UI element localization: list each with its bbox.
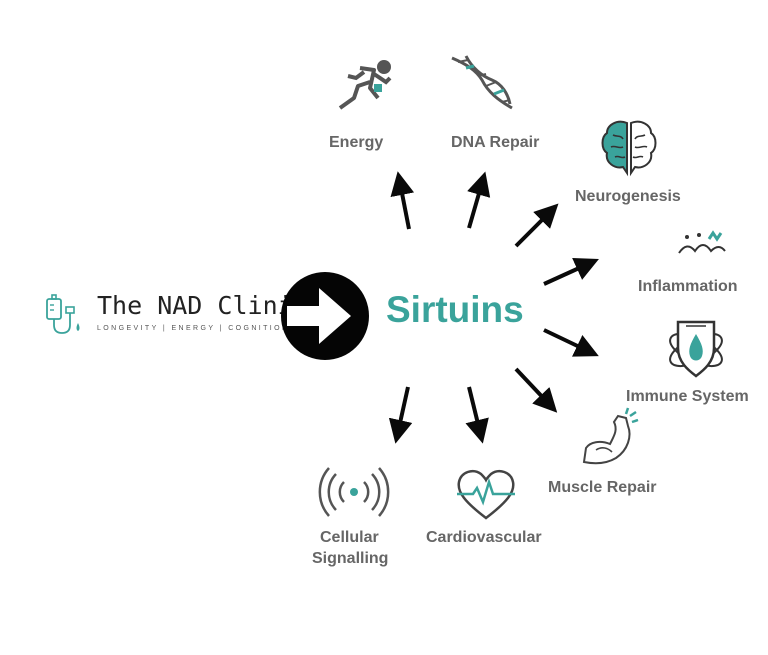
brand-name: The NAD Clinic <box>97 291 308 320</box>
arrow-neurogenesis <box>514 203 559 248</box>
signal-icon <box>318 467 390 517</box>
arrow-dna-repair <box>467 171 491 229</box>
cellular-signalling-label-line1: Cellular <box>320 529 379 546</box>
energy-label: Energy <box>329 134 384 151</box>
dna-repair-label: DNA Repair <box>451 134 540 151</box>
arrow-cardiovascular <box>465 386 489 444</box>
sirtuins-label: Sirtuins <box>386 289 524 330</box>
dna-icon <box>451 55 513 110</box>
inflammation-icon <box>678 230 726 254</box>
cardiovascular-label: Cardiovascular <box>426 529 542 546</box>
arrow-cellular-signalling <box>388 386 413 444</box>
arrow-inflammation <box>543 258 599 286</box>
arrow-muscle-repair <box>514 367 558 413</box>
flexed-arm-icon <box>582 407 639 465</box>
immune-system-label: Immune System <box>626 388 749 405</box>
inflammation-label: Inflammation <box>638 278 738 295</box>
brand-tagline: LONGEVITY | ENERGY | COGNITION <box>97 325 290 332</box>
arrow-immune-system <box>543 328 599 357</box>
immune-shield-icon <box>669 320 723 378</box>
brain-icon <box>601 120 657 177</box>
neurogenesis-label: Neurogenesis <box>575 188 681 205</box>
circle-arrow-icon <box>281 272 369 360</box>
muscle-repair-label: Muscle Repair <box>548 479 657 496</box>
heart-pulse-icon <box>457 470 515 520</box>
arrow-energy <box>390 171 415 230</box>
cellular-signalling-label-line2: Signalling <box>312 550 389 567</box>
iv-drip-logo-icon <box>46 294 80 334</box>
runner-icon <box>338 60 392 110</box>
